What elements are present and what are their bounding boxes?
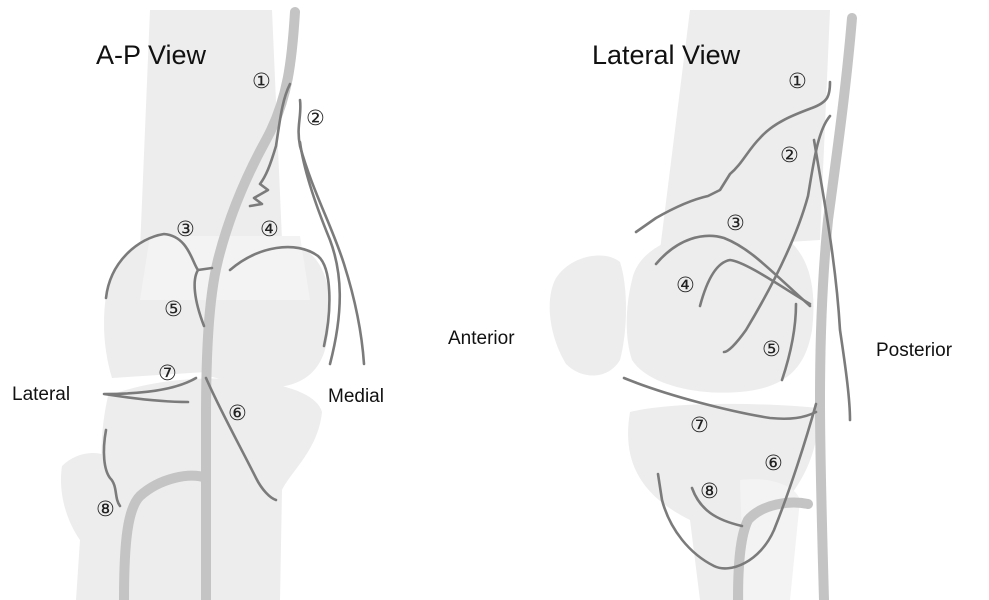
ap-marker-2: ② [306, 106, 325, 130]
lat-marker-1: ① [788, 69, 807, 93]
ap-marker-3: ③ [176, 217, 195, 241]
ap-view-title: A-P View [96, 40, 207, 70]
ap-marker-6: ⑥ [228, 401, 247, 425]
lat-anterior-label: Anterior [448, 328, 515, 349]
lateral-view-title: Lateral View [592, 40, 741, 70]
lat-marker-6: ⑥ [764, 451, 783, 475]
lat-patella [550, 255, 626, 375]
ap-view-panel: A-P View Lateral Medial ① ② ③ ④ ⑤ ⑥ ⑦ ⑧ [12, 10, 384, 600]
ap-marker-7: ⑦ [158, 361, 177, 385]
lat-marker-2: ② [780, 143, 799, 167]
lateral-view-panel: Lateral View Anterior Posterior ① ② ③ ④ … [448, 10, 953, 600]
lat-marker-7: ⑦ [690, 413, 709, 437]
lat-marker-5: ⑤ [762, 337, 781, 361]
ap-medial-label: Medial [328, 386, 384, 407]
ap-marker-1: ① [252, 69, 271, 93]
ap-lateral-label: Lateral [12, 384, 70, 405]
ap-marker-8: ⑧ [96, 497, 115, 521]
ap-marker-4: ④ [260, 217, 279, 241]
lat-marker-3: ③ [726, 211, 745, 235]
lat-marker-4: ④ [676, 273, 695, 297]
lat-marker-8: ⑧ [700, 479, 719, 503]
ap-marker-5: ⑤ [164, 297, 183, 321]
lat-posterior-label: Posterior [876, 340, 953, 361]
